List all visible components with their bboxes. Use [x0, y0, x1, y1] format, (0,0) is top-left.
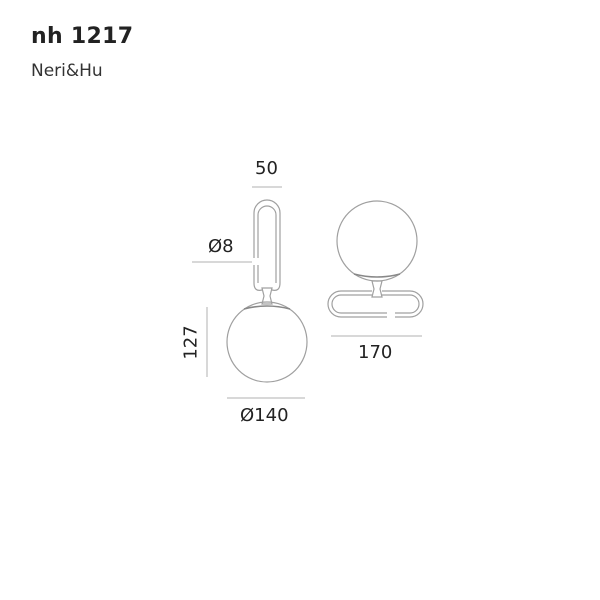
dim-label-handle-width: 50 [255, 158, 278, 179]
front-view-handle [253, 199, 281, 305]
side-view-base [327, 290, 424, 318]
dim-label-height: 127 [180, 325, 202, 360]
front-view-globe [226, 301, 308, 383]
side-view-globe [336, 200, 418, 298]
dim-label-rod-diameter: Ø8 [208, 236, 234, 257]
designer-name: Neri&Hu [31, 61, 103, 81]
dim-label-base-width: 170 [358, 342, 393, 363]
dim-label-globe-diameter: Ø140 [240, 405, 289, 426]
product-name: nh 1217 [31, 24, 134, 49]
